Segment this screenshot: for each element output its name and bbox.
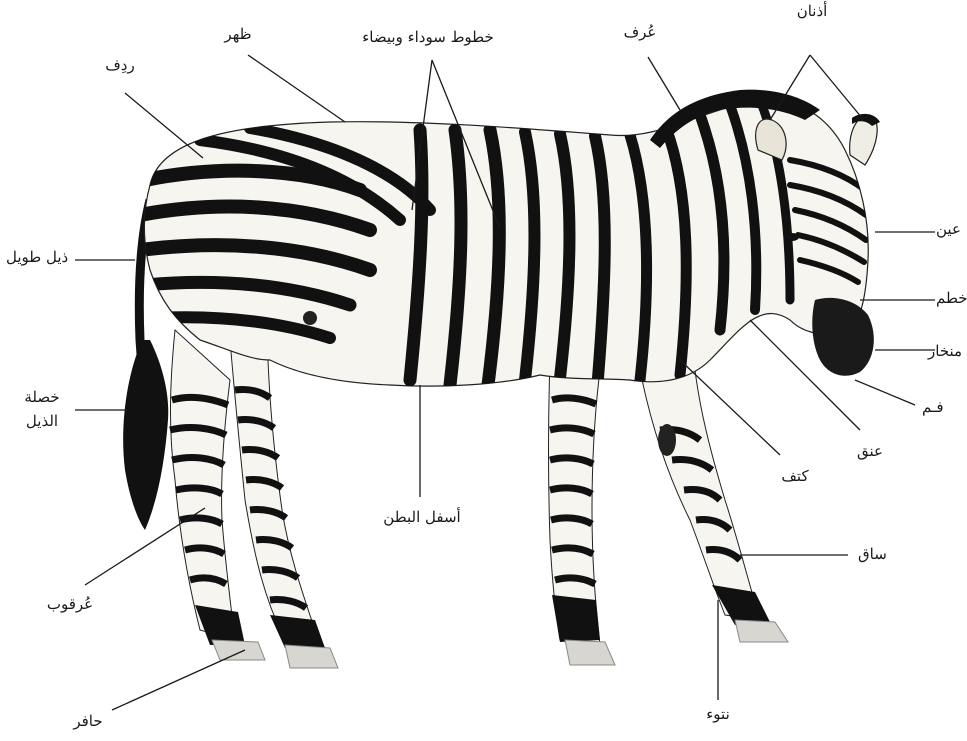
- label-mouth: فـم: [922, 398, 944, 417]
- label-ears: أذنان: [797, 2, 828, 21]
- zebra-body: [140, 90, 880, 386]
- label-belly: أسفل البطن: [383, 508, 460, 527]
- label-eye: عين: [936, 220, 961, 239]
- label-leg: ساق: [858, 545, 887, 564]
- hind-legs: [170, 330, 338, 668]
- label-neck: عنق: [857, 442, 883, 461]
- label-muzzle: خطم: [936, 289, 967, 308]
- label-mane: عُرف: [624, 23, 657, 42]
- eye-shape: [785, 233, 799, 241]
- label-tail-tuft-line2: الذيل: [26, 412, 58, 431]
- label-long-tail: ذيل طويل: [6, 248, 68, 267]
- label-nostril: منخار: [928, 342, 962, 361]
- label-shoulder: كتف: [781, 467, 808, 486]
- front-legs: [549, 360, 789, 665]
- label-fetlock: نتوء: [706, 705, 730, 724]
- label-rump: ردِف: [105, 56, 134, 75]
- label-back: ظهر: [224, 25, 251, 44]
- label-stripes: خطوط سوداء وبيضاء: [362, 28, 494, 47]
- label-tail-tuft-line1: خصلة: [24, 388, 59, 407]
- label-hock: عُرقوب: [47, 595, 93, 614]
- label-hoof: حافر: [73, 712, 102, 731]
- muzzle-shape: [812, 298, 874, 376]
